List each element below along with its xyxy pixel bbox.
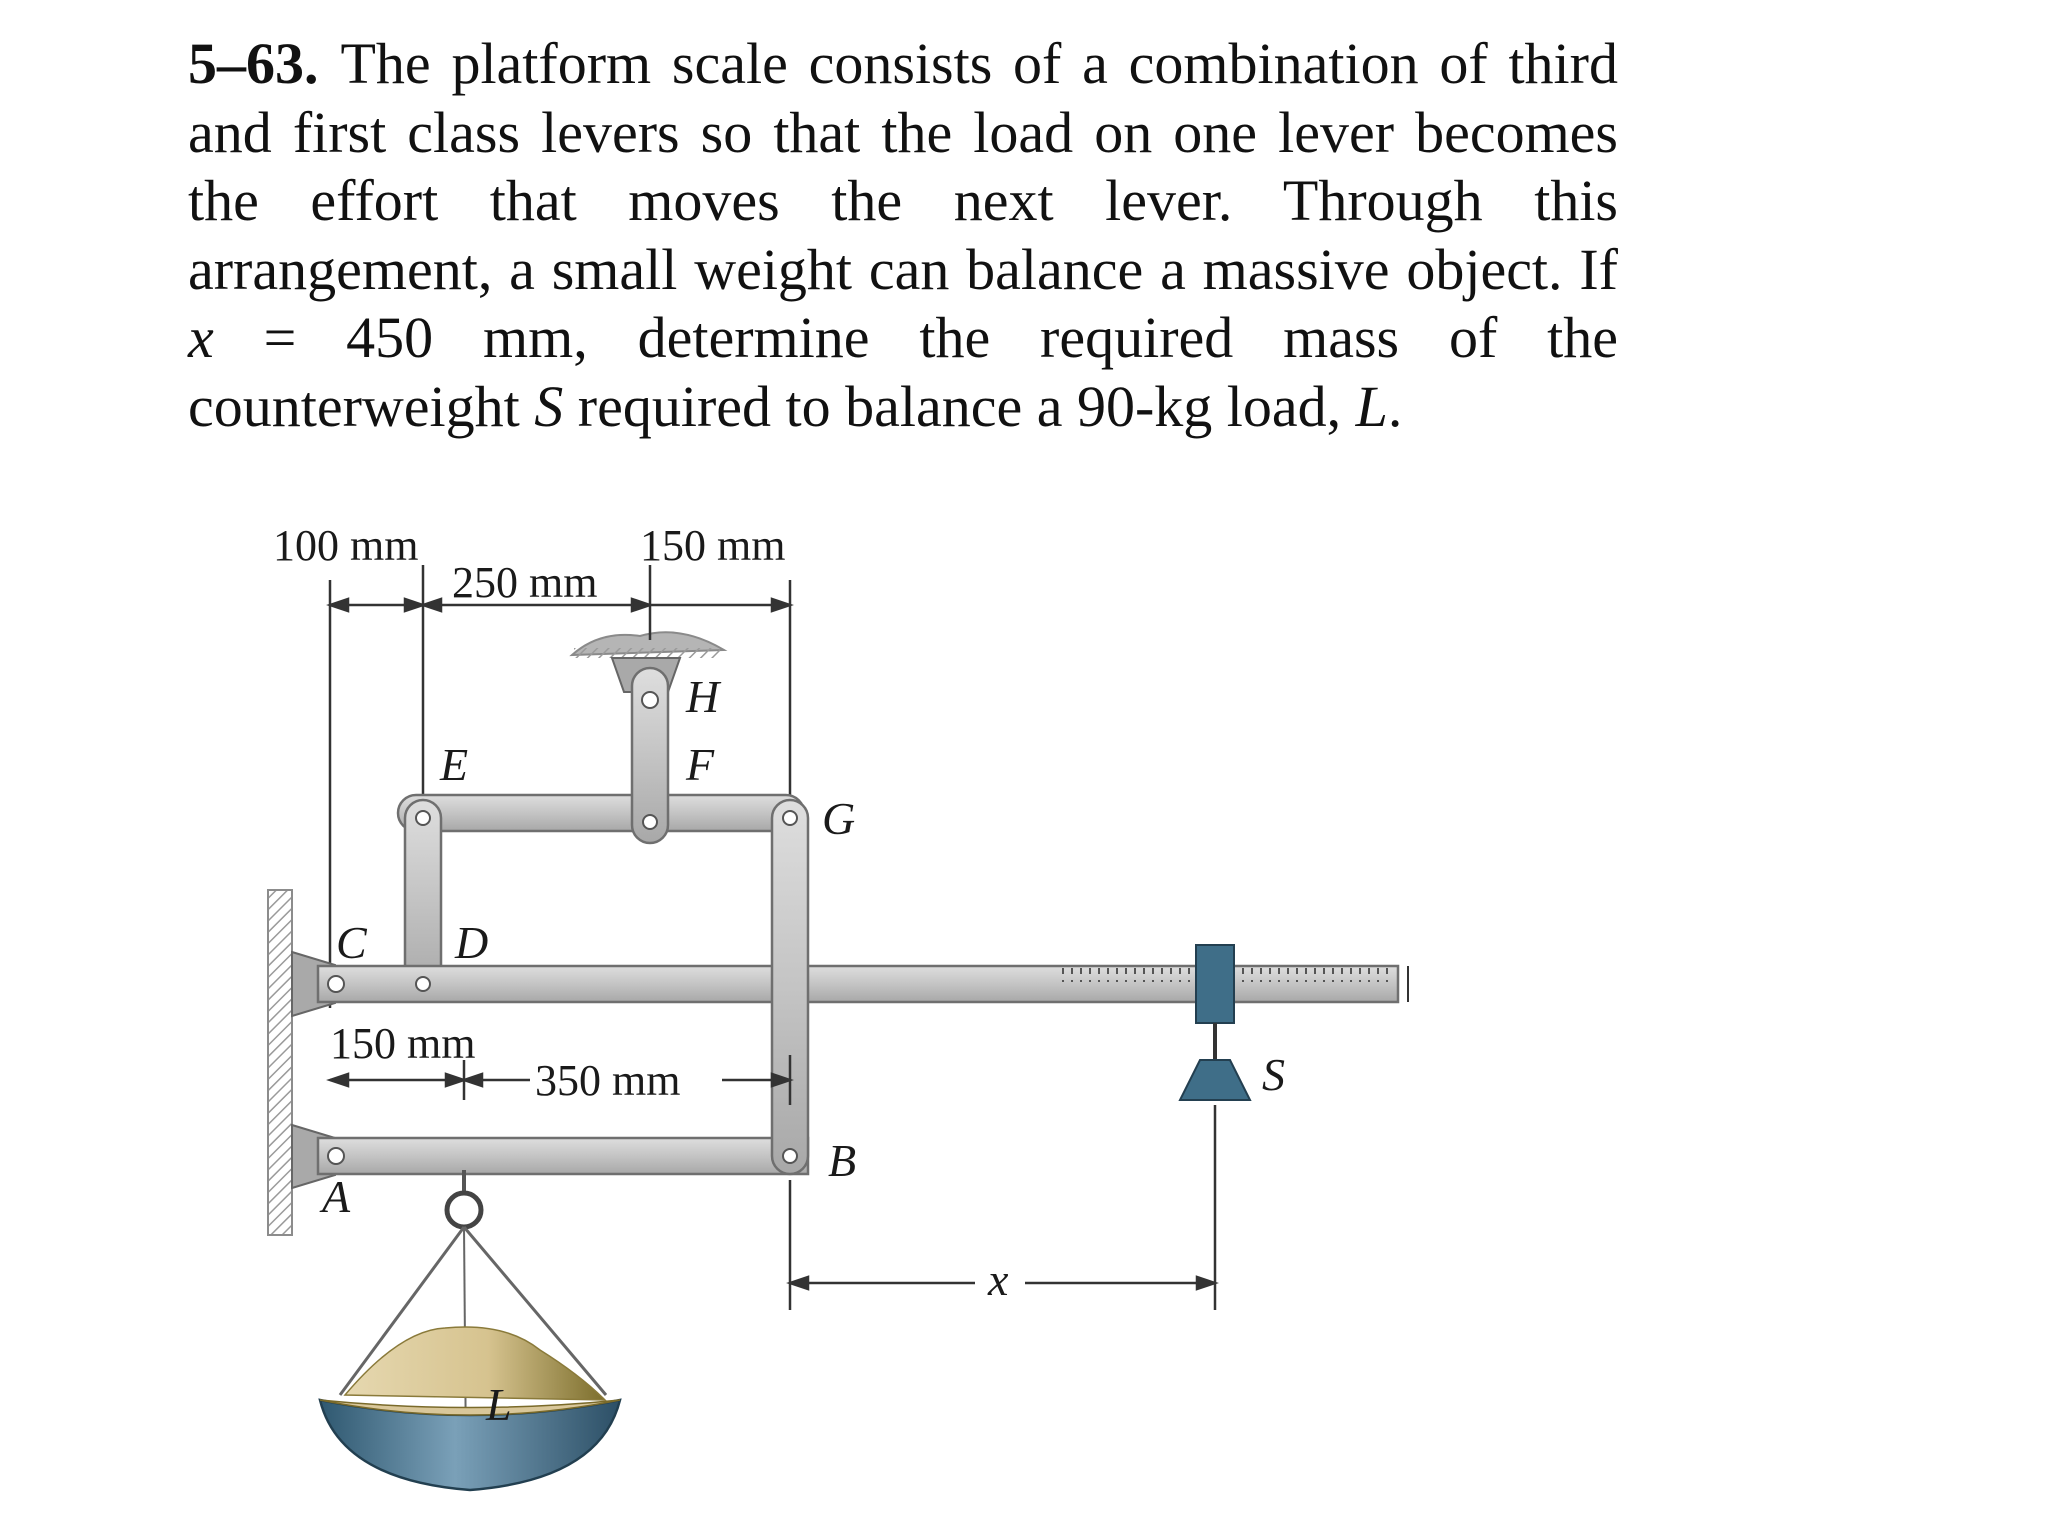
variable-l: L	[1355, 373, 1388, 439]
label-h: H	[685, 671, 722, 722]
counterweight-s	[1178, 944, 1252, 1101]
hanger-hf	[630, 666, 670, 845]
label-l: L	[485, 1379, 512, 1430]
label-g: G	[822, 793, 855, 844]
problem-text-end: .	[1387, 373, 1403, 439]
label-f: F	[685, 739, 715, 790]
dimension-350mm: 350 mm	[535, 1056, 680, 1105]
dimension-150mm-top: 150 mm	[640, 521, 785, 570]
label-c: C	[336, 917, 368, 968]
problem-number: 5–63.	[188, 31, 319, 96]
dimension-250mm: 250 mm	[452, 558, 597, 607]
link-gb	[770, 798, 810, 1176]
dimension-x-label: x	[987, 1254, 1009, 1305]
wall-support	[267, 889, 293, 1236]
middle-dimension-lines	[326, 1055, 794, 1105]
problem-text-part1: The platform scale consists of a combina…	[188, 31, 1618, 302]
load-pan	[318, 1170, 622, 1492]
label-s: S	[1262, 1049, 1285, 1100]
dimension-150mm-bottom: 150 mm	[330, 1019, 475, 1068]
x-dimension-line	[786, 1105, 1219, 1310]
dimension-100mm: 100 mm	[273, 521, 418, 570]
lever-ab	[291, 1123, 810, 1190]
label-d: D	[454, 917, 488, 968]
variable-s: S	[534, 373, 564, 439]
variable-x: x	[188, 305, 214, 370]
link-ed	[403, 798, 443, 997]
label-a: A	[319, 1171, 351, 1222]
problem-text-part2: = 450 mm, determine the required mass of…	[188, 305, 1618, 439]
problem-statement: 5–63.The platform scale consists of a co…	[188, 30, 1618, 441]
problem-text-part3: required to balance a 90-kg load,	[563, 373, 1356, 439]
top-dimension-lines	[326, 565, 794, 1008]
lever-eg	[396, 793, 806, 833]
label-e: E	[439, 739, 468, 790]
label-b: B	[828, 1135, 856, 1186]
